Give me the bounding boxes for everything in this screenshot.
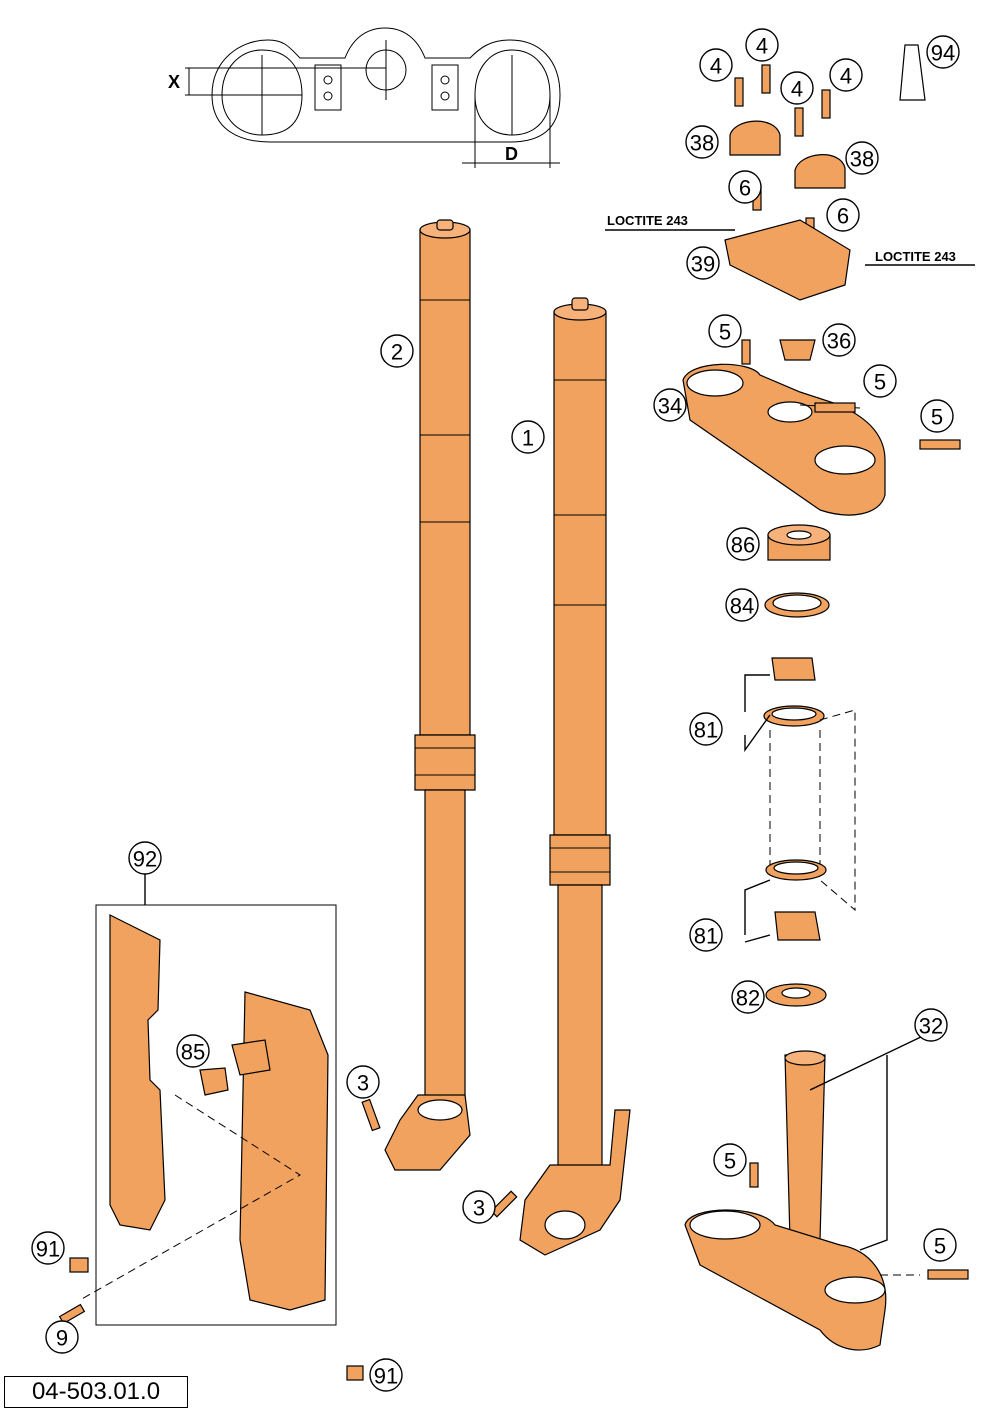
callout-circle bbox=[726, 527, 760, 561]
callout-number: 4 bbox=[710, 54, 722, 79]
callout-number: 86 bbox=[731, 533, 755, 558]
callout-number: 81 bbox=[694, 718, 718, 743]
callout-circle bbox=[685, 125, 719, 159]
callout-number: 32 bbox=[919, 1014, 943, 1039]
callout-circle bbox=[45, 1320, 79, 1354]
callout-circle bbox=[128, 841, 162, 875]
callout-number: 91 bbox=[36, 1237, 60, 1262]
callout-circle bbox=[689, 918, 723, 952]
callout-number: 38 bbox=[690, 131, 714, 156]
callout-number: 3 bbox=[357, 1071, 369, 1096]
fork-guard-group bbox=[79, 870, 337, 1326]
dimension-x-label: X bbox=[168, 72, 180, 92]
callout-number: 38 bbox=[850, 147, 874, 172]
fork-leg-1 bbox=[519, 297, 631, 1256]
callout-circle bbox=[728, 170, 762, 204]
callout-circle bbox=[689, 712, 723, 746]
callout-circle bbox=[863, 364, 897, 398]
callout-circle bbox=[745, 28, 779, 62]
triple-clamp-outline: X D bbox=[168, 27, 561, 168]
callout-circle bbox=[845, 141, 879, 175]
callout-number: 4 bbox=[756, 34, 768, 59]
document-reference: 04-503.01.0 bbox=[4, 1376, 188, 1408]
callout-circle bbox=[176, 1034, 210, 1068]
loctite-labels: LOCTITE 243 LOCTITE 243 bbox=[605, 213, 975, 266]
callout-number: 92 bbox=[133, 847, 157, 872]
callout-circle bbox=[31, 1231, 65, 1265]
callout-number: 34 bbox=[658, 394, 682, 419]
callout-circle bbox=[346, 1065, 380, 1099]
callout-number: 4 bbox=[840, 64, 852, 89]
callout-circle bbox=[923, 1228, 957, 1262]
callout-number: 1 bbox=[522, 426, 534, 451]
callout-circle bbox=[713, 1143, 747, 1177]
callout-circle bbox=[829, 58, 863, 92]
callout-number: 85 bbox=[181, 1040, 205, 1065]
callout-number: 6 bbox=[739, 176, 751, 201]
callout-circle bbox=[780, 71, 814, 105]
callout-number: 81 bbox=[694, 924, 718, 949]
dimension-d-label: D bbox=[505, 144, 518, 164]
callout-number: 5 bbox=[724, 1149, 736, 1174]
callout-circle bbox=[653, 388, 687, 422]
callout-circle bbox=[725, 588, 759, 622]
callout-number: 91 bbox=[374, 1364, 398, 1389]
callout-number: 9 bbox=[56, 1326, 68, 1351]
callout-circle bbox=[826, 198, 860, 232]
callout-circle bbox=[699, 48, 733, 82]
callout-number: 5 bbox=[719, 320, 731, 345]
callout-circle bbox=[731, 980, 765, 1014]
callout-circle bbox=[926, 35, 960, 69]
callout-circle bbox=[920, 399, 954, 433]
callout-number: 36 bbox=[827, 329, 851, 354]
loctite-label-right: LOCTITE 243 bbox=[875, 249, 956, 264]
callout-circle bbox=[914, 1008, 948, 1042]
callout-number: 5 bbox=[874, 370, 886, 395]
loctite-label-left: LOCTITE 243 bbox=[607, 213, 688, 228]
steering-parts bbox=[58, 44, 969, 1381]
callout-circle bbox=[380, 334, 414, 368]
callout-number: 6 bbox=[837, 204, 849, 229]
callout-circle bbox=[686, 246, 720, 280]
callout-circle bbox=[462, 1190, 496, 1224]
callout-number: 4 bbox=[791, 77, 803, 102]
callout-number: 84 bbox=[730, 594, 754, 619]
callout-number: 94 bbox=[931, 41, 955, 66]
callout-number: 3 bbox=[473, 1196, 485, 1221]
callout-circle bbox=[822, 323, 856, 357]
callout-number: 2 bbox=[391, 340, 403, 365]
callout-circle bbox=[369, 1358, 403, 1392]
callout-circle bbox=[708, 314, 742, 348]
fork-leg-2 bbox=[384, 219, 476, 1171]
callout-number: 5 bbox=[934, 1234, 946, 1259]
callout-number: 5 bbox=[931, 405, 943, 430]
callout-number: 82 bbox=[736, 986, 760, 1011]
callout-number: 39 bbox=[691, 252, 715, 277]
callout-circle bbox=[511, 420, 545, 454]
